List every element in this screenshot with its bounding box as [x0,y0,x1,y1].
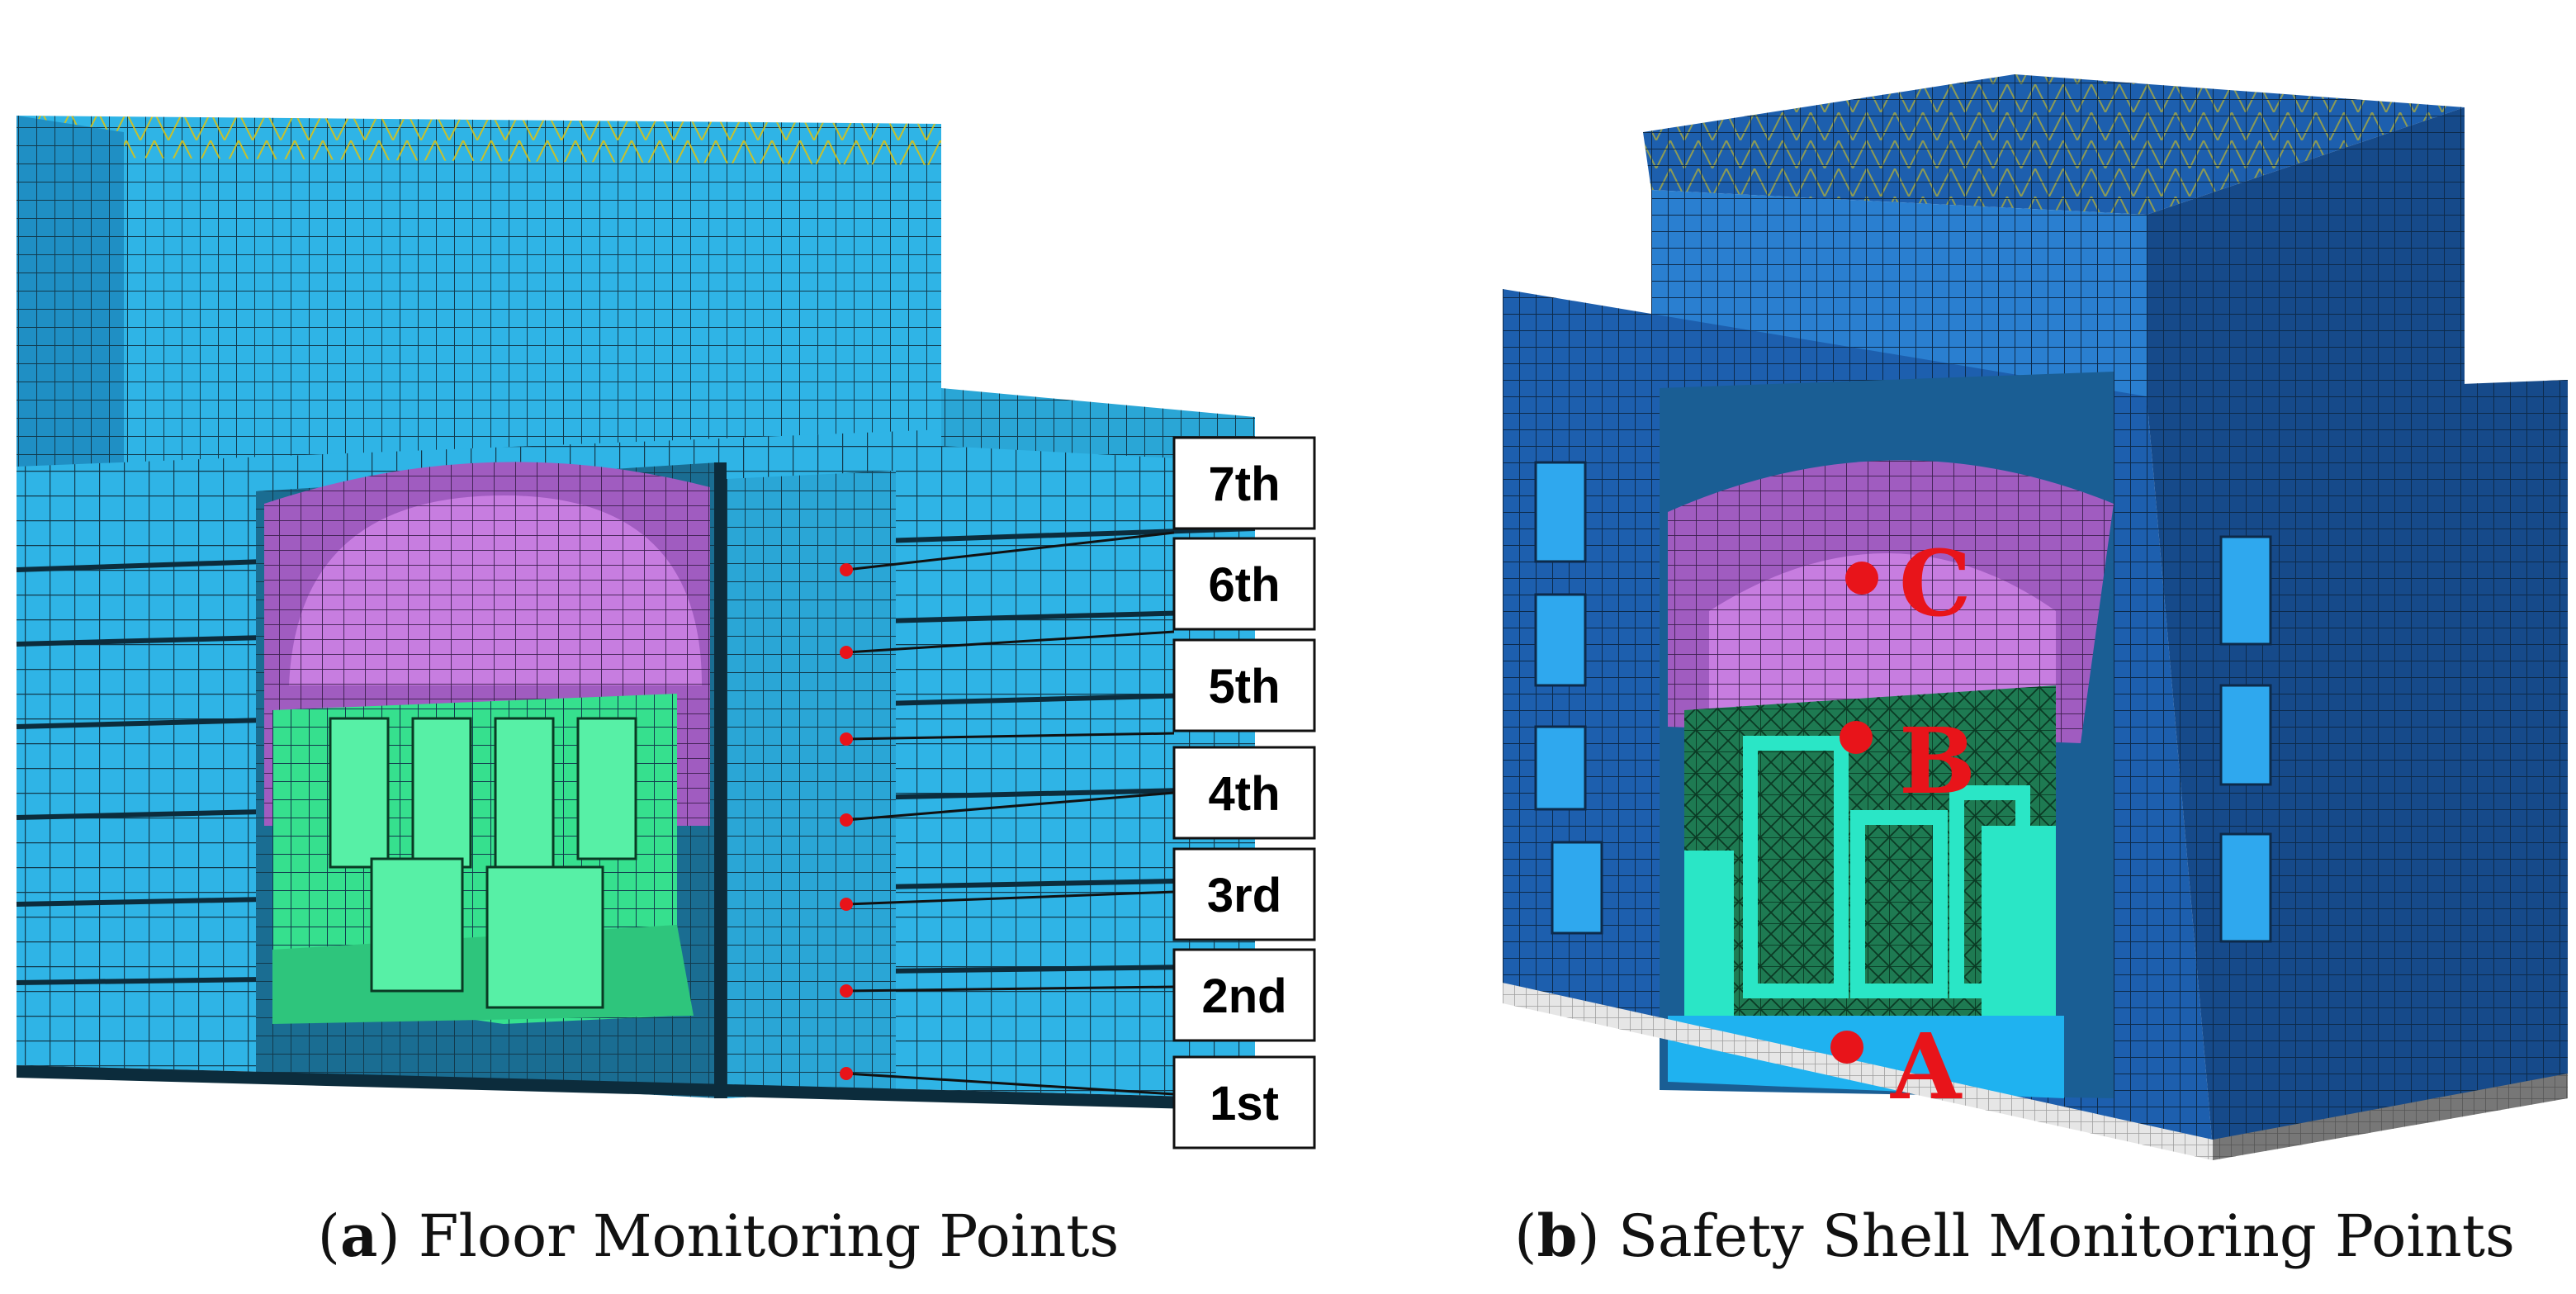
panel-a-floor-model: 7th 6th 5th 4th 3rd 2nd 1st [16,116,1316,1149]
floor-monitor-leaders [845,531,1175,1096]
floor-label-2nd: 2nd [1201,969,1286,1023]
floor-label-7th: 7th [1209,457,1281,511]
point-b-marker [1840,721,1873,754]
floor-label-6th: 6th [1209,558,1281,612]
point-c-label: C [1899,530,1972,637]
point-c-marker [1845,562,1878,595]
floor-monitor-points [840,563,853,1080]
point-b-label: B [1899,708,1976,814]
floor-labels: 7th 6th 5th 4th 3rd 2nd 1st [1172,436,1316,1149]
roof-truss [17,116,941,165]
panel-b-shell-model: C B A [1503,74,2568,1160]
point-a-label: A [1890,1013,1963,1120]
shell-monitor-points [1830,562,1878,1064]
floor-label-3rd: 3rd [1207,869,1281,922]
floor-label-5th: 5th [1209,660,1281,713]
floor-label-1st: 1st [1210,1077,1279,1130]
caption-panel-b: (b) Safety Shell Monitoring Points [1514,1202,2515,1270]
floor-label-4th: 4th [1209,767,1281,821]
caption-panel-a: (a) Floor Monitoring Points [317,1202,1120,1270]
point-a-marker [1830,1031,1863,1064]
